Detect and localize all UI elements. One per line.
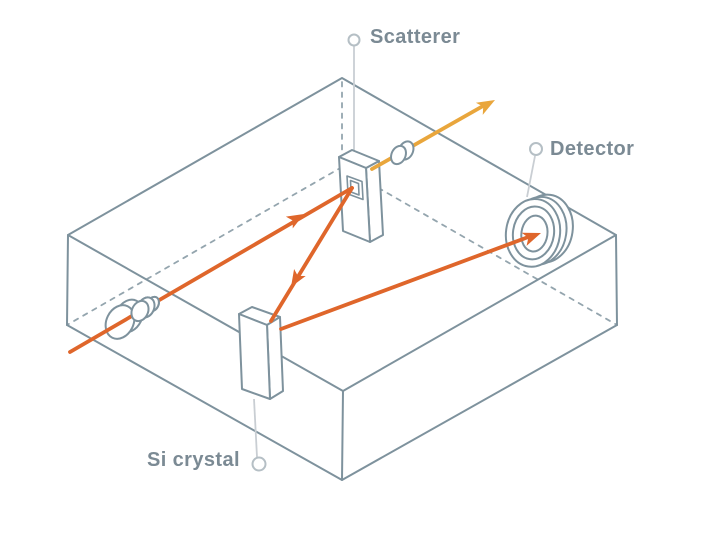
detected-beam [279, 232, 541, 331]
si-crystal-leader-line [253, 398, 258, 458]
incident-beam [68, 186, 354, 354]
detector-leader-line [526, 155, 536, 198]
scatterer-object [338, 149, 384, 243]
si-crystal-marker-dot [251, 456, 267, 472]
deflected-beam [269, 186, 354, 323]
label-leaders [251, 33, 543, 472]
beam-source-lens-nose [130, 295, 160, 323]
scatterer-label: Scatterer [370, 26, 461, 48]
si-crystal-object [238, 306, 284, 400]
scatterer-marker-dot [347, 33, 361, 47]
collimator-disc [390, 140, 415, 166]
scatterer-aperture [346, 175, 364, 201]
si-crystal-label: Si crystal [147, 449, 240, 471]
detector-label: Detector [550, 138, 635, 160]
detector-object [504, 193, 574, 268]
detector-marker-dot [529, 142, 543, 156]
box-hidden-edges [66, 81, 618, 326]
